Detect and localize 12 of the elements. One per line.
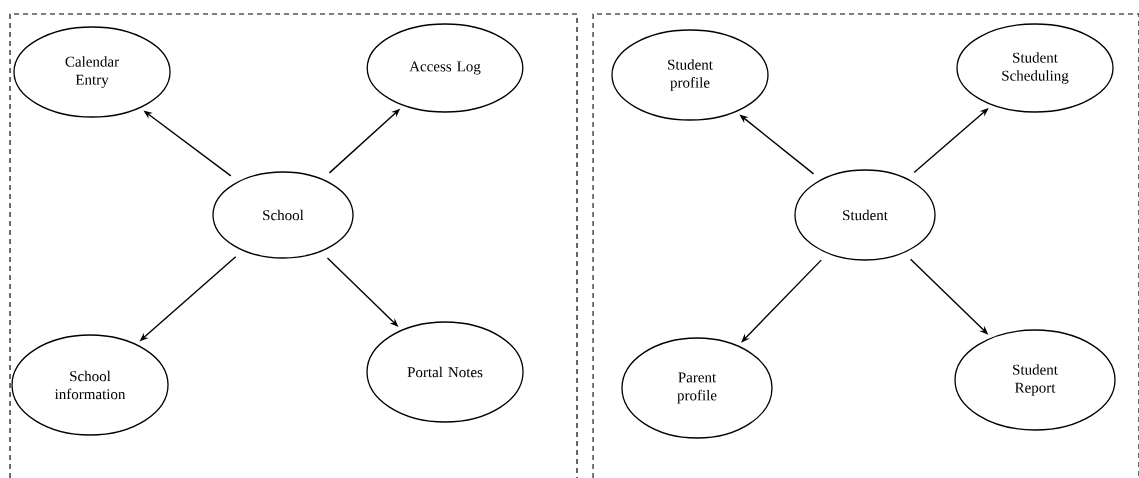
ellipse-node: Parent profile — [621, 337, 773, 439]
ellipse-node: Student Scheduling — [956, 23, 1114, 113]
ellipse-node: Calendar Entry — [13, 26, 171, 118]
dashed-frame — [9, 13, 578, 478]
ellipse-node: Portal Notes — [366, 321, 524, 423]
ellipse-node: Student — [794, 169, 936, 261]
dashed-frame — [592, 13, 1139, 478]
ellipse-node: Student profile — [611, 29, 769, 121]
ellipse-node: Student Report — [954, 329, 1116, 431]
ellipse-node: Access Log — [366, 23, 524, 113]
ellipse-node: School — [212, 171, 354, 259]
ellipse-node: School information — [11, 334, 169, 436]
